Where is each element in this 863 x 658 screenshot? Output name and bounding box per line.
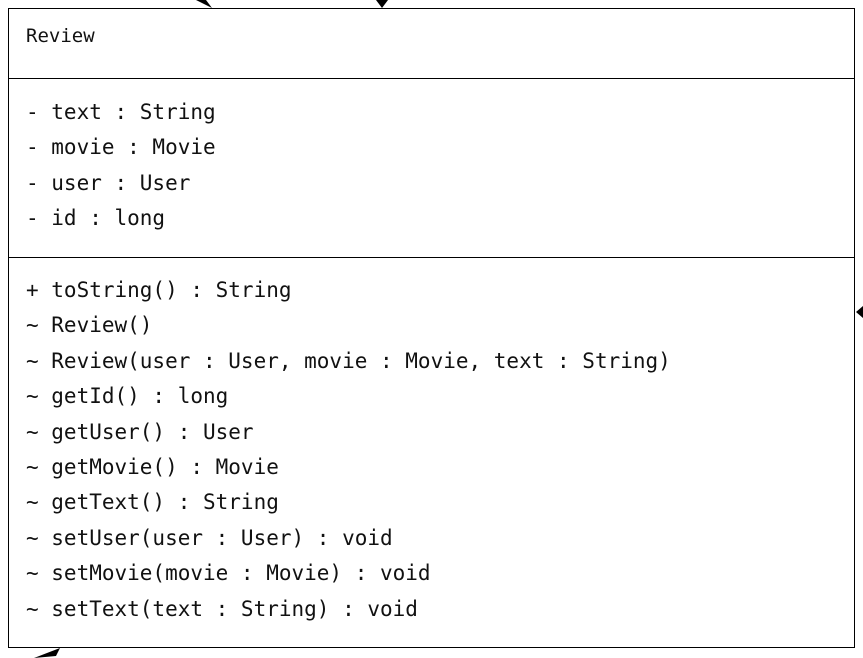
operations-compartment: + toString() : String ~ Review() ~ Revie…	[9, 258, 854, 627]
class-name: Review	[26, 25, 95, 47]
attribute-text: - text : String	[26, 100, 216, 124]
attributes-compartment: - text : String - movie : Movie - user :…	[9, 79, 854, 258]
attribute-movie: - movie : Movie	[26, 135, 216, 160]
operation-getuser: ~ getUser() : User	[26, 419, 254, 444]
connector-arrow-right	[856, 306, 863, 318]
operation-setmovie: ~ setMovie(movie : Movie) : void	[26, 561, 431, 586]
operation-gettext: ~ getText() : String	[26, 490, 279, 515]
operation-review-constructor: ~ Review(user : User, movie : Movie, tex…	[26, 348, 671, 373]
attribute-id: - id : long	[26, 206, 166, 231]
class-name-compartment: Review	[9, 9, 854, 79]
operation-tostring: + toString() : String	[26, 278, 292, 302]
attribute-user: - user : User	[26, 170, 191, 195]
connector-arrow-top-right	[376, 0, 388, 8]
connector-arrow-bottom-left	[34, 648, 60, 658]
operation-getmovie: ~ getMovie() : Movie	[26, 454, 279, 479]
operation-review-default-constructor: ~ Review()	[26, 313, 153, 338]
operation-settext: ~ setText(text : String) : void	[26, 596, 418, 621]
review-class-box[interactable]: Review - text : String - movie : Movie -…	[8, 8, 855, 648]
operation-setuser: ~ setUser(user : User) : void	[26, 525, 393, 550]
connector-arrow-top-left	[196, 0, 212, 8]
operation-getid: ~ getId() : long	[26, 384, 229, 409]
